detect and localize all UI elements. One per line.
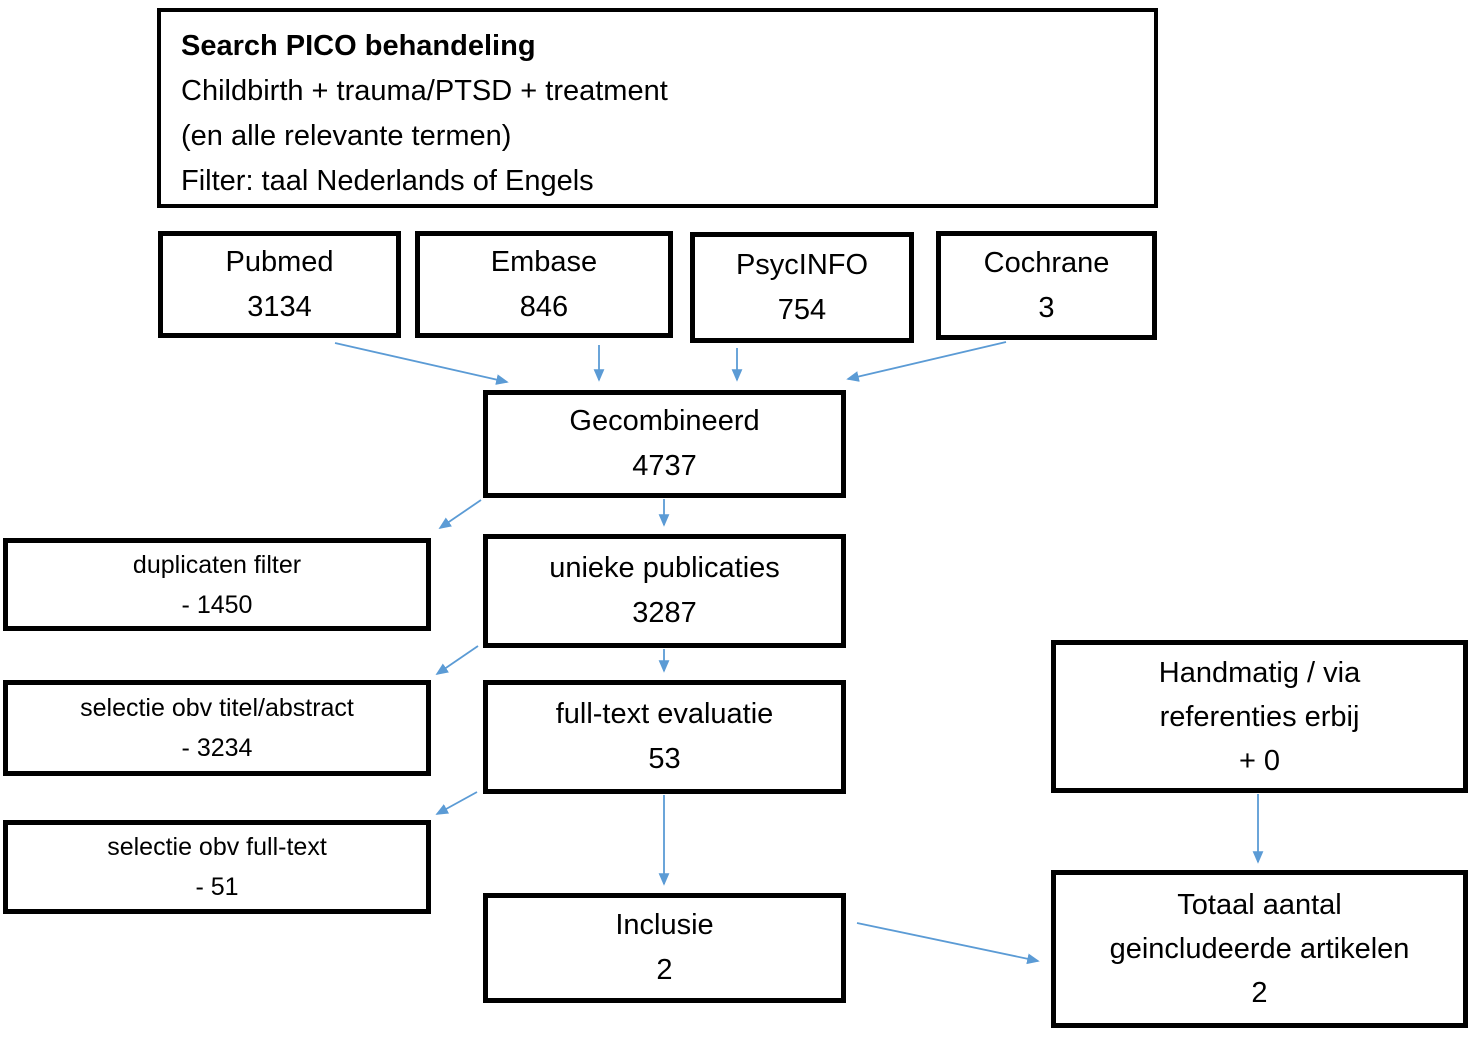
source-box-embase: Embase 846 <box>415 231 673 338</box>
exclusion-box-fulltext: selectie obv full-text - 51 <box>3 820 431 914</box>
node-label: Inclusie <box>615 909 714 941</box>
node-label: Gecombineerd <box>569 405 760 437</box>
side-count: + 0 <box>1238 744 1281 777</box>
node-label: full-text evaluatie <box>555 698 774 730</box>
node-count: 53 <box>648 743 681 775</box>
node-count: 3287 <box>632 597 697 629</box>
source-count: 3134 <box>247 290 312 323</box>
arrow-pubmed-to-combined <box>334 342 509 385</box>
node-count: 2 <box>656 954 673 986</box>
exclusion-label: selectie obv full-text <box>107 833 327 861</box>
source-label: Cochrane <box>983 246 1110 279</box>
fulltext-evaluation-box: full-text evaluatie 53 <box>483 680 846 794</box>
source-box-psycinfo: PsycINFO 754 <box>690 232 914 343</box>
arrow-inclusion-to-total <box>856 922 1040 965</box>
arrow-unique-to-title-selection <box>435 645 479 676</box>
node-count: 4737 <box>632 450 697 482</box>
search-strategy-line: Filter: taal Nederlands of Engels <box>181 165 594 197</box>
unique-publications-box: unieke publicaties 3287 <box>483 534 846 648</box>
side-label-line: Totaal aantal <box>1177 889 1342 921</box>
exclusion-box-title-abstract: selectie obv titel/abstract - 3234 <box>3 680 431 776</box>
search-strategy-line: (en alle relevante termen) <box>181 120 512 152</box>
total-included-box: Totaal aantal geincludeerde artikelen 2 <box>1051 870 1468 1028</box>
exclusion-count: - 1450 <box>181 590 253 619</box>
source-count: 754 <box>777 293 827 326</box>
node-label: unieke publicaties <box>549 552 780 584</box>
source-count: 846 <box>519 290 569 323</box>
source-label: PsycINFO <box>735 248 869 281</box>
exclusion-count: - 3234 <box>181 734 253 762</box>
side-label-line: Handmatig / via <box>1158 656 1361 689</box>
side-label-line: geincludeerde artikelen <box>1109 933 1410 965</box>
side-count: 2 <box>1251 977 1268 1009</box>
side-label-line: referenties erbij <box>1159 700 1360 733</box>
manual-references-box: Handmatig / via referenties erbij + 0 <box>1051 640 1468 793</box>
source-count: 3 <box>1038 291 1055 324</box>
exclusion-label: selectie obv titel/abstract <box>80 694 354 722</box>
arrow-fulltext-to-fulltext-selection <box>435 791 478 815</box>
combined-box: Gecombineerd 4737 <box>483 390 846 498</box>
search-strategy-title: Search PICO behandeling <box>181 30 536 62</box>
arrow-cochrane-to-combined <box>846 341 1007 382</box>
exclusion-label: duplicaten filter <box>132 550 302 579</box>
exclusion-count: - 51 <box>195 873 239 901</box>
source-label: Pubmed <box>225 245 334 278</box>
arrow-combined-to-duplicates <box>438 499 482 530</box>
source-box-pubmed: Pubmed 3134 <box>158 231 401 338</box>
source-box-cochrane: Cochrane 3 <box>936 231 1157 340</box>
search-strategy-line: Childbirth + trauma/PTSD + treatment <box>181 75 668 107</box>
source-label: Embase <box>490 245 598 278</box>
exclusion-box-duplicates: duplicaten filter - 1450 <box>3 538 431 631</box>
inclusion-box: Inclusie 2 <box>483 893 846 1003</box>
search-strategy-box: Search PICO behandeling Childbirth + tra… <box>157 8 1158 208</box>
